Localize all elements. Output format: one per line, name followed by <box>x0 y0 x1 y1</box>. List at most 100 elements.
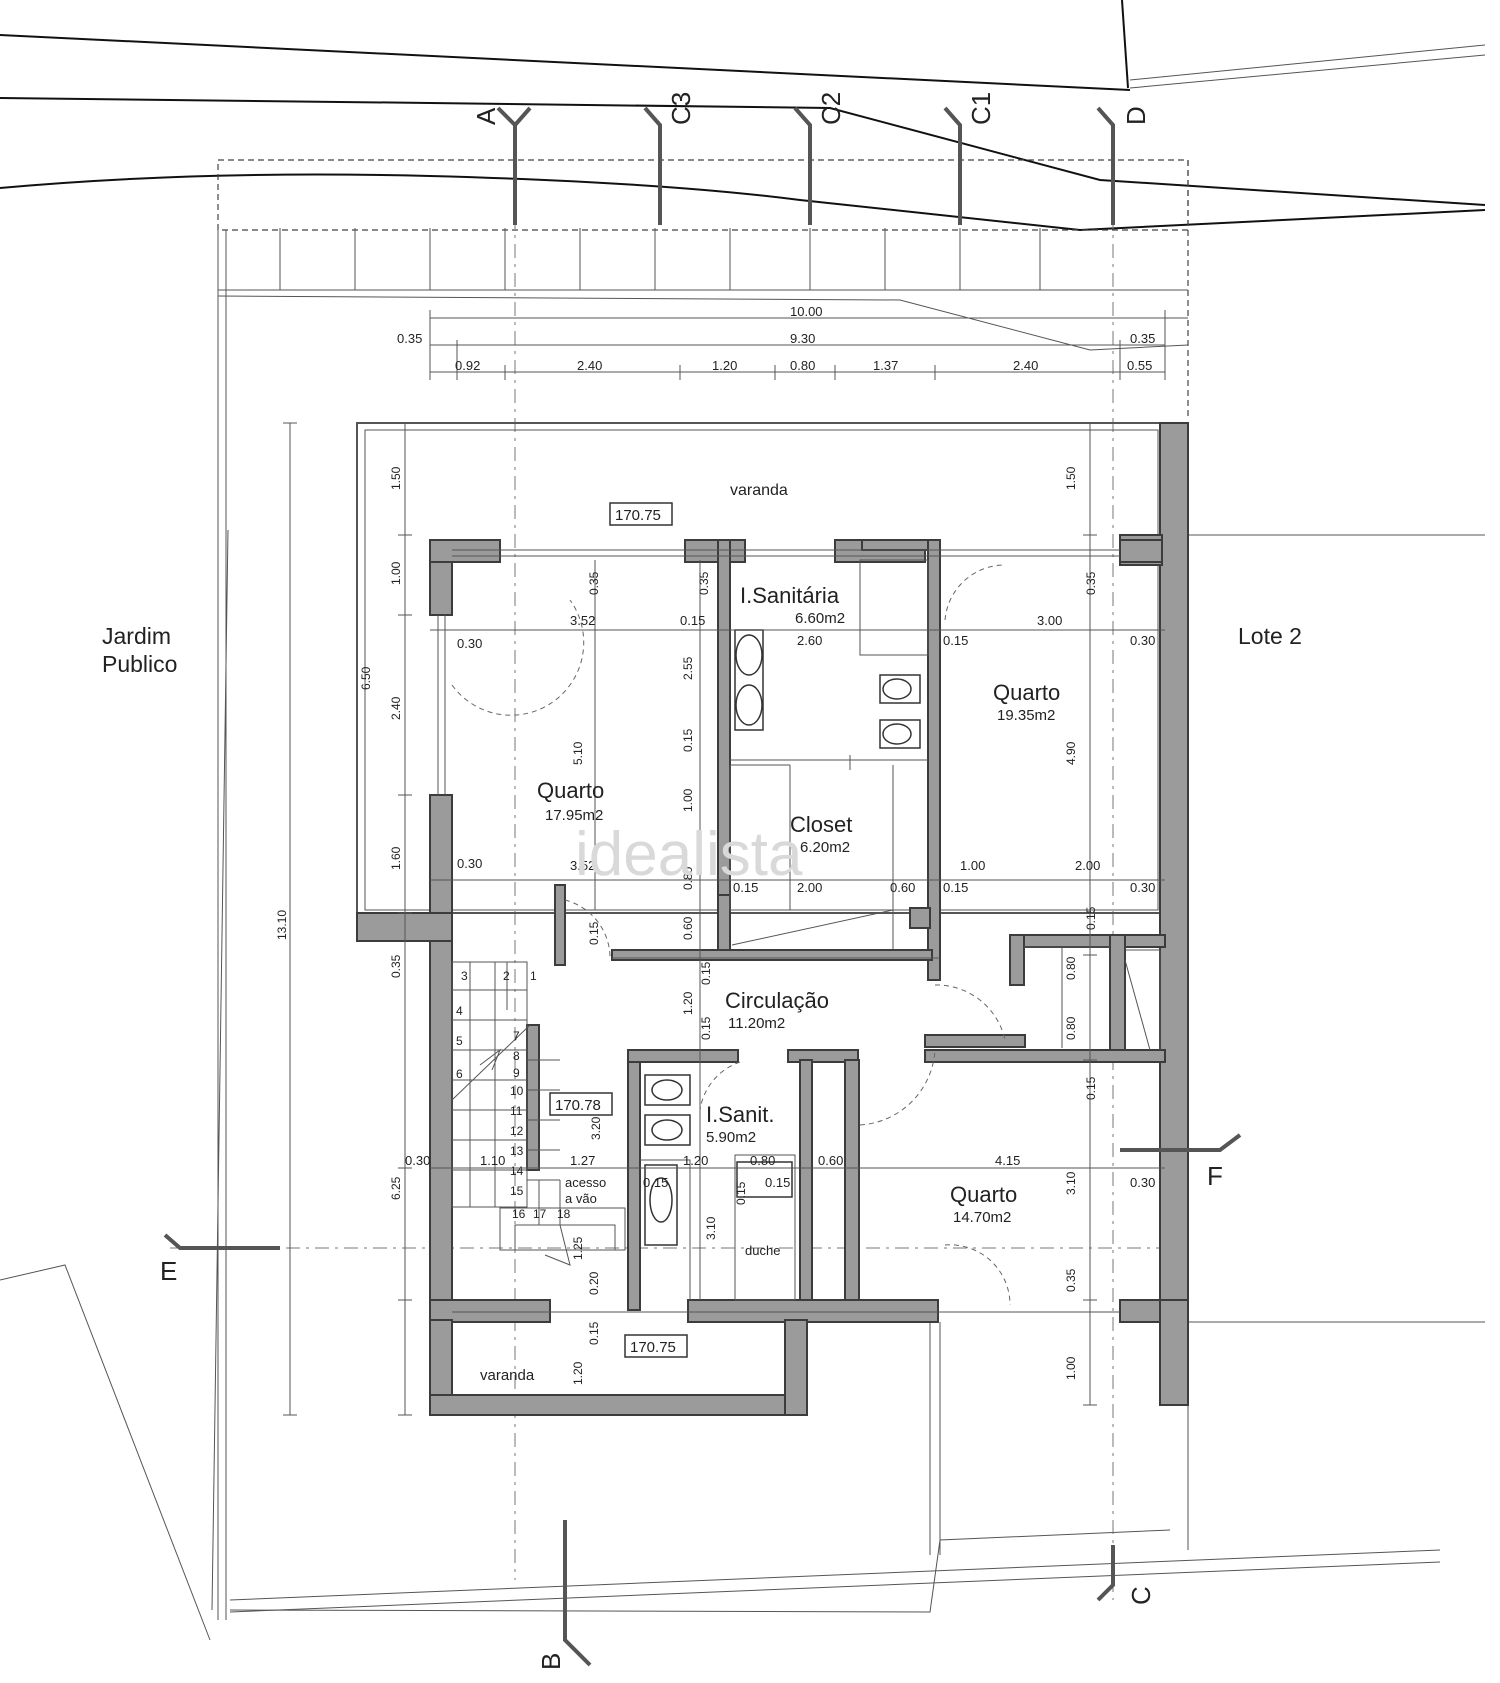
dim-vertical: 6.25 <box>389 1176 403 1200</box>
dim-vertical: 1.50 <box>389 466 403 490</box>
dim-label: 0.60 <box>890 880 915 895</box>
step-number: 13 <box>510 1144 524 1158</box>
step-number: 9 <box>513 1066 520 1080</box>
step-number: 3 <box>461 969 468 983</box>
room-name: Quarto <box>950 1182 1017 1207</box>
room-name: I.Sanit. <box>706 1102 774 1127</box>
dim-overall: 10.00 <box>790 304 823 319</box>
neighbour-right: Lote 2 <box>1238 623 1302 649</box>
dim-label: 0.30 <box>457 636 482 651</box>
dim-label: 0.15 <box>765 1175 790 1190</box>
room-area: 6.20m2 <box>800 839 850 856</box>
top-dimensions: 10.00 0.35 9.30 0.35 0.92 2.40 1.20 0.80… <box>397 304 1155 373</box>
level-value: 170.75 <box>630 1339 676 1356</box>
door-swings <box>451 564 1011 1306</box>
room-name: Quarto <box>993 680 1060 705</box>
dim-label: 2.00 <box>1075 858 1100 873</box>
step-number: 18 <box>557 1207 571 1221</box>
room-labels: varanda Quarto 17.95m2 I.Sanitária 6.60m… <box>480 482 1060 1384</box>
dim-vertical: 0.15 <box>587 1321 601 1345</box>
room-name: Circulação <box>725 988 829 1013</box>
room-name: Closet <box>790 812 852 837</box>
dim-label: 0.15 <box>733 880 758 895</box>
walls <box>356 422 1189 1416</box>
dim-vertical: 0.15 <box>699 1016 713 1040</box>
dim-label: 3.00 <box>1037 613 1062 628</box>
dim-vertical: 0.80 <box>1064 1016 1078 1040</box>
dim-vertical: 1.00 <box>681 788 695 812</box>
partitions <box>437 549 1161 1313</box>
dim-vertical: 0.35 <box>1084 571 1098 595</box>
dim-vertical: 0.15 <box>587 921 601 945</box>
room-area: 5.90m2 <box>706 1129 756 1146</box>
level-markers: 170.75 170.78 170.75 <box>549 502 688 1358</box>
dim-seg: 0.92 <box>455 358 480 373</box>
site-labels: Jardim Publico Lote 2 <box>102 623 1302 677</box>
dim-vertical: 13.10 <box>275 910 289 940</box>
dim-label: 3.52 <box>570 613 595 628</box>
dim-label: 3.52 <box>570 858 595 873</box>
step-number: 11 <box>510 1104 523 1118</box>
dim-label: 1.27 <box>570 1153 595 1168</box>
dim-vertical: 0.80 <box>681 866 695 890</box>
step-number: 16 <box>512 1207 526 1221</box>
dim-label: 0.30 <box>1130 1175 1155 1190</box>
dim-vertical: 0.15 <box>681 728 695 752</box>
fixtures <box>644 629 921 1246</box>
dim-vertical: 3.10 <box>704 1216 718 1240</box>
dim-vertical: 0.60 <box>681 916 695 940</box>
dim-label: 4.15 <box>995 1153 1020 1168</box>
step-number: 8 <box>513 1049 520 1063</box>
dim-vertical: 0.35 <box>587 571 601 595</box>
section-mark-A: A <box>471 107 501 125</box>
site-lines <box>0 0 1486 1641</box>
dim-vertical: 0.15 <box>734 1181 748 1205</box>
dim-vertical: 0.15 <box>699 961 713 985</box>
dim-label: 0.15 <box>680 613 705 628</box>
dim-vertical: 4.90 <box>1064 741 1078 765</box>
section-cuts: A C3 C2 C1 D E F B C <box>160 92 1242 1670</box>
room-name: duche <box>745 1243 780 1258</box>
room-name: a vão <box>565 1191 597 1206</box>
dim-vertical: 0.35 <box>389 954 403 978</box>
section-mark-C1: C1 <box>966 92 996 125</box>
dim-label: 0.30 <box>405 1153 430 1168</box>
dim-label: 1.00 <box>960 858 985 873</box>
dim-vertical: 1.50 <box>1064 466 1078 490</box>
staircase <box>451 961 626 1266</box>
step-number: 6 <box>456 1067 463 1081</box>
step-number: 4 <box>456 1004 463 1018</box>
neighbour-left-line2: Publico <box>102 651 177 677</box>
dim-vertical: 0.80 <box>1064 956 1078 980</box>
room-area: 11.20m2 <box>728 1015 785 1032</box>
dim-label: 0.60 <box>818 1153 843 1168</box>
room-area: 19.35m2 <box>997 707 1055 724</box>
step-number: 5 <box>456 1034 463 1048</box>
dim-right-offset: 0.35 <box>1130 331 1155 346</box>
room-name: varanda <box>730 482 788 499</box>
section-mark-B: B <box>536 1653 566 1670</box>
level-value: 170.75 <box>615 507 661 524</box>
dim-vertical: 1.25 <box>571 1236 585 1260</box>
dim-seg: 1.37 <box>873 358 898 373</box>
dim-label: 0.30 <box>1130 633 1155 648</box>
step-number: 12 <box>510 1124 524 1138</box>
step-number: 17 <box>533 1207 547 1221</box>
dim-label: 2.00 <box>797 880 822 895</box>
dim-vertical: 3.20 <box>589 1116 603 1140</box>
neighbour-left-line1: Jardim <box>102 623 171 649</box>
dim-vertical: 0.35 <box>697 571 711 595</box>
dim-vertical: 1.60 <box>389 846 403 870</box>
dim-seg: 2.40 <box>577 358 602 373</box>
dim-label: 0.30 <box>1130 880 1155 895</box>
dim-seg: 0.55 <box>1127 358 1152 373</box>
watermark: idealista <box>575 820 803 889</box>
room-name: Quarto <box>537 778 604 803</box>
dim-label: 1.20 <box>683 1153 708 1168</box>
section-mark-C2: C2 <box>816 92 846 125</box>
dim-seg: 1.20 <box>712 358 737 373</box>
step-number: 1 <box>530 969 537 983</box>
dim-vertical: 6.50 <box>359 666 373 690</box>
room-name: varanda <box>480 1367 535 1384</box>
